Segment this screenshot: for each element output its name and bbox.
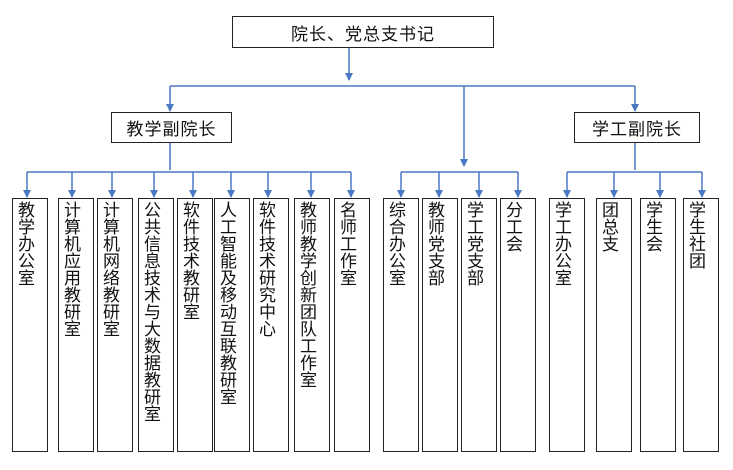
unit-label: 团总支 (598, 201, 618, 252)
unit-label: 名师工作室 (336, 201, 356, 286)
unit-label: 公共信息技术与大数据教研室 (140, 201, 160, 422)
unit-computer-network-lab: 计算机网络教研室 (97, 198, 133, 452)
unit-general-office: 综合办公室 (383, 198, 419, 452)
unit-label: 教学办公室 (14, 201, 34, 286)
unit-label: 分工会 (502, 201, 522, 252)
unit-label: 教师教学创新团队工作室 (296, 201, 316, 388)
unit-computer-application-lab: 计算机应用教研室 (58, 198, 94, 452)
student-affairs-vice-dean-label: 学工副院长 (592, 120, 682, 140)
unit-student-clubs: 学生社团 (683, 198, 719, 452)
unit-label: 综合办公室 (385, 201, 405, 286)
unit-youth-league: 团总支 (596, 198, 632, 452)
unit-teacher-party-branch: 教师党支部 (422, 198, 458, 452)
unit-master-teacher-studio: 名师工作室 (334, 198, 370, 452)
unit-label: 人工智能及移动互联教研室 (216, 201, 236, 405)
student-affairs-vice-dean-box: 学工副院长 (574, 112, 700, 143)
unit-student-affairs-office: 学工办公室 (549, 198, 585, 452)
unit-label: 软件技术研究中心 (255, 201, 275, 337)
unit-label: 计算机网络教研室 (99, 201, 119, 337)
unit-label: 教师党支部 (424, 201, 444, 286)
unit-label: 软件技术教研室 (179, 201, 199, 320)
unit-trade-union: 分工会 (500, 198, 536, 452)
unit-ai-mobile-internet-lab: 人工智能及移动互联教研室 (214, 198, 250, 452)
principal-box: 院长、党总支书记 (232, 16, 494, 48)
unit-label: 学生会 (642, 201, 662, 252)
unit-teaching-office: 教学办公室 (12, 198, 48, 452)
unit-teaching-innovation-studio: 教师教学创新团队工作室 (294, 198, 330, 452)
unit-label: 学工办公室 (551, 201, 571, 286)
unit-label: 计算机应用教研室 (60, 201, 80, 337)
teaching-vice-dean-label: 教学副院长 (126, 120, 217, 140)
unit-label: 学生社团 (685, 201, 705, 269)
teaching-vice-dean-box: 教学副院长 (111, 112, 232, 143)
unit-student-union: 学生会 (640, 198, 676, 452)
unit-software-tech-lab: 软件技术教研室 (177, 198, 213, 452)
unit-student-affairs-party-branch: 学工党支部 (461, 198, 497, 452)
unit-public-info-bigdata-lab: 公共信息技术与大数据教研室 (138, 198, 174, 452)
principal-label: 院长、党总支书记 (291, 24, 435, 45)
unit-label: 学工党支部 (463, 201, 483, 286)
unit-software-research-center: 软件技术研究中心 (253, 198, 289, 452)
